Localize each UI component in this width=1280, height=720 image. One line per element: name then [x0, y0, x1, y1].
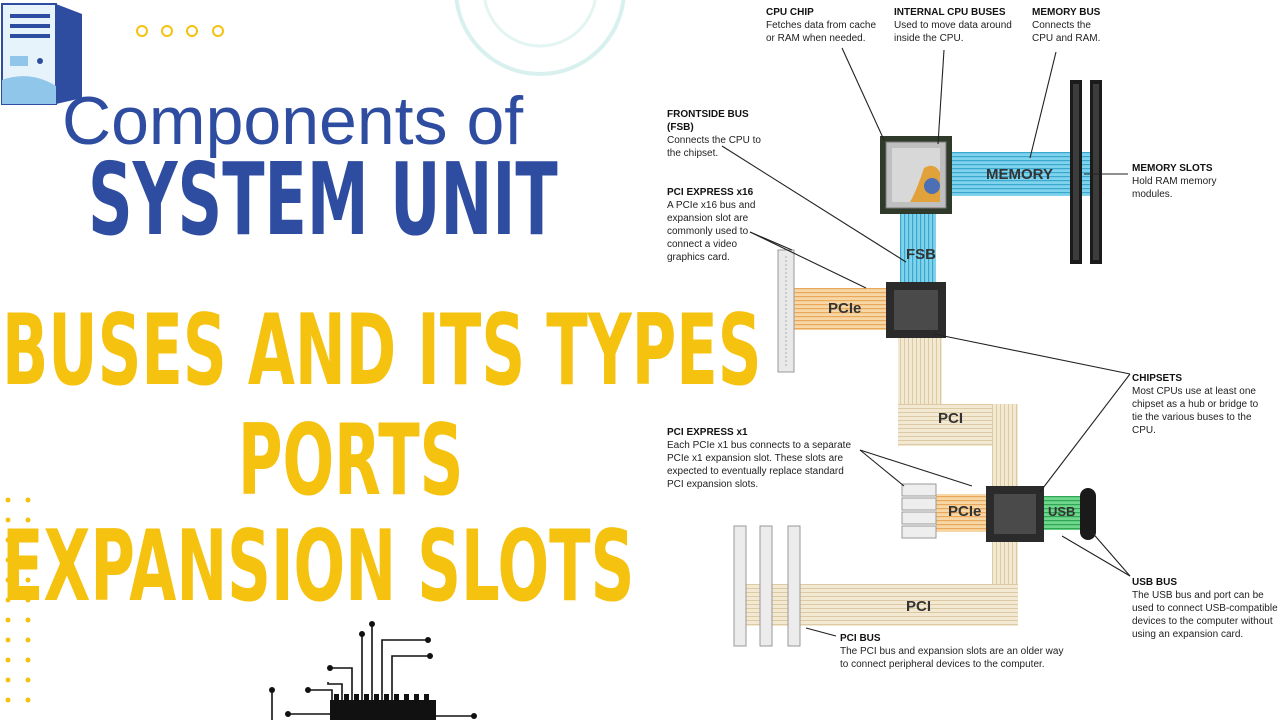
label-pci-bus: PCI BUS The PCI bus and expansion slots …	[840, 632, 1072, 671]
label-pci-bus-text: The PCI bus and expansion slots are an o…	[840, 646, 1064, 670]
label-cpu-chip: CPU CHIP Fetches data from cache or RAM …	[766, 6, 884, 45]
label-pci-express-x16-text: A PCIe x16 bus and expansion slot are co…	[667, 200, 756, 263]
label-frontside-bus-text: Connects the CPU to the chipset.	[667, 135, 761, 159]
label-cpu-chip-title: CPU CHIP	[766, 7, 814, 18]
topic-expansion-slots: EXPANSION SLOTS	[2, 510, 635, 624]
label-chipsets: CHIPSETS Most CPUs use at least one chip…	[1132, 372, 1260, 437]
label-memory-slots-text: Hold RAM memory modules.	[1132, 176, 1217, 200]
label-usb-bus-title: USB BUS	[1132, 577, 1178, 588]
label-memory-bus: MEMORY BUS Connects the CPU and RAM.	[1032, 6, 1114, 45]
label-pci-express-x1-title: PCI EXPRESS x1	[667, 427, 748, 438]
label-memory-bus-text: Connects the CPU and RAM.	[1032, 20, 1101, 44]
label-usb-bus-text: The USB bus and port can be used to conn…	[1132, 590, 1278, 640]
label-cpu-chip-text: Fetches data from cache or RAM when need…	[766, 20, 877, 44]
label-pci-express-x1-text: Each PCIe x1 bus connects to a separate …	[667, 440, 851, 490]
dots-decoration-bottom	[5, 497, 31, 703]
label-pci-express-x1: PCI EXPRESS x1 Each PCIe x1 bus connects…	[667, 426, 853, 491]
label-internal-cpu-buses: INTERNAL CPU BUSES Used to move data aro…	[894, 6, 1022, 45]
bus-word-pcie-top: PCIe	[828, 300, 862, 317]
label-memory-bus-title: MEMORY BUS	[1032, 7, 1101, 18]
label-frontside-bus: FRONTSIDE BUS (FSB) Connects the CPU to …	[667, 108, 777, 160]
title-line-1: Components of	[62, 83, 524, 159]
title-line-2: SYSTEM UNIT	[88, 141, 558, 258]
label-usb-bus: USB BUS The USB bus and port can be used…	[1132, 576, 1278, 641]
label-memory-slots: MEMORY SLOTS Hold RAM memory modules.	[1132, 162, 1228, 201]
bus-word-usb: USB	[1048, 504, 1076, 519]
label-chipsets-text: Most CPUs use at least one chipset as a …	[1132, 386, 1259, 436]
label-chipsets-title: CHIPSETS	[1132, 373, 1183, 384]
motherboard-bus-diagram	[721, 47, 1131, 647]
bus-word-memory: MEMORY	[986, 166, 1053, 183]
bus-word-fsb: FSB	[906, 246, 936, 263]
label-pci-express-x16-title: PCI EXPRESS x16	[667, 187, 754, 198]
label-pci-bus-title: PCI BUS	[840, 633, 881, 644]
background-circles	[454, 0, 626, 76]
computer-tower-icon	[1, 3, 82, 105]
label-internal-cpu-buses-title: INTERNAL CPU BUSES	[894, 7, 1006, 18]
topic-buses: BUSES AND ITS TYPES	[2, 294, 762, 408]
label-internal-cpu-buses-text: Used to move data around inside the CPU.	[894, 20, 1012, 44]
bus-word-pcie-mid: PCIe	[948, 503, 982, 520]
bus-word-pci-bottom: PCI	[906, 598, 932, 615]
label-pci-express-x16: PCI EXPRESS x16 A PCIe x16 bus and expan…	[667, 186, 759, 264]
label-frontside-bus-title: FRONTSIDE BUS (FSB)	[667, 109, 749, 133]
label-memory-slots-title: MEMORY SLOTS	[1132, 163, 1213, 174]
topic-ports: PORTS	[238, 404, 464, 518]
circuit-chip-icon	[269, 621, 477, 720]
bus-word-pci-mid: PCI	[938, 410, 964, 427]
